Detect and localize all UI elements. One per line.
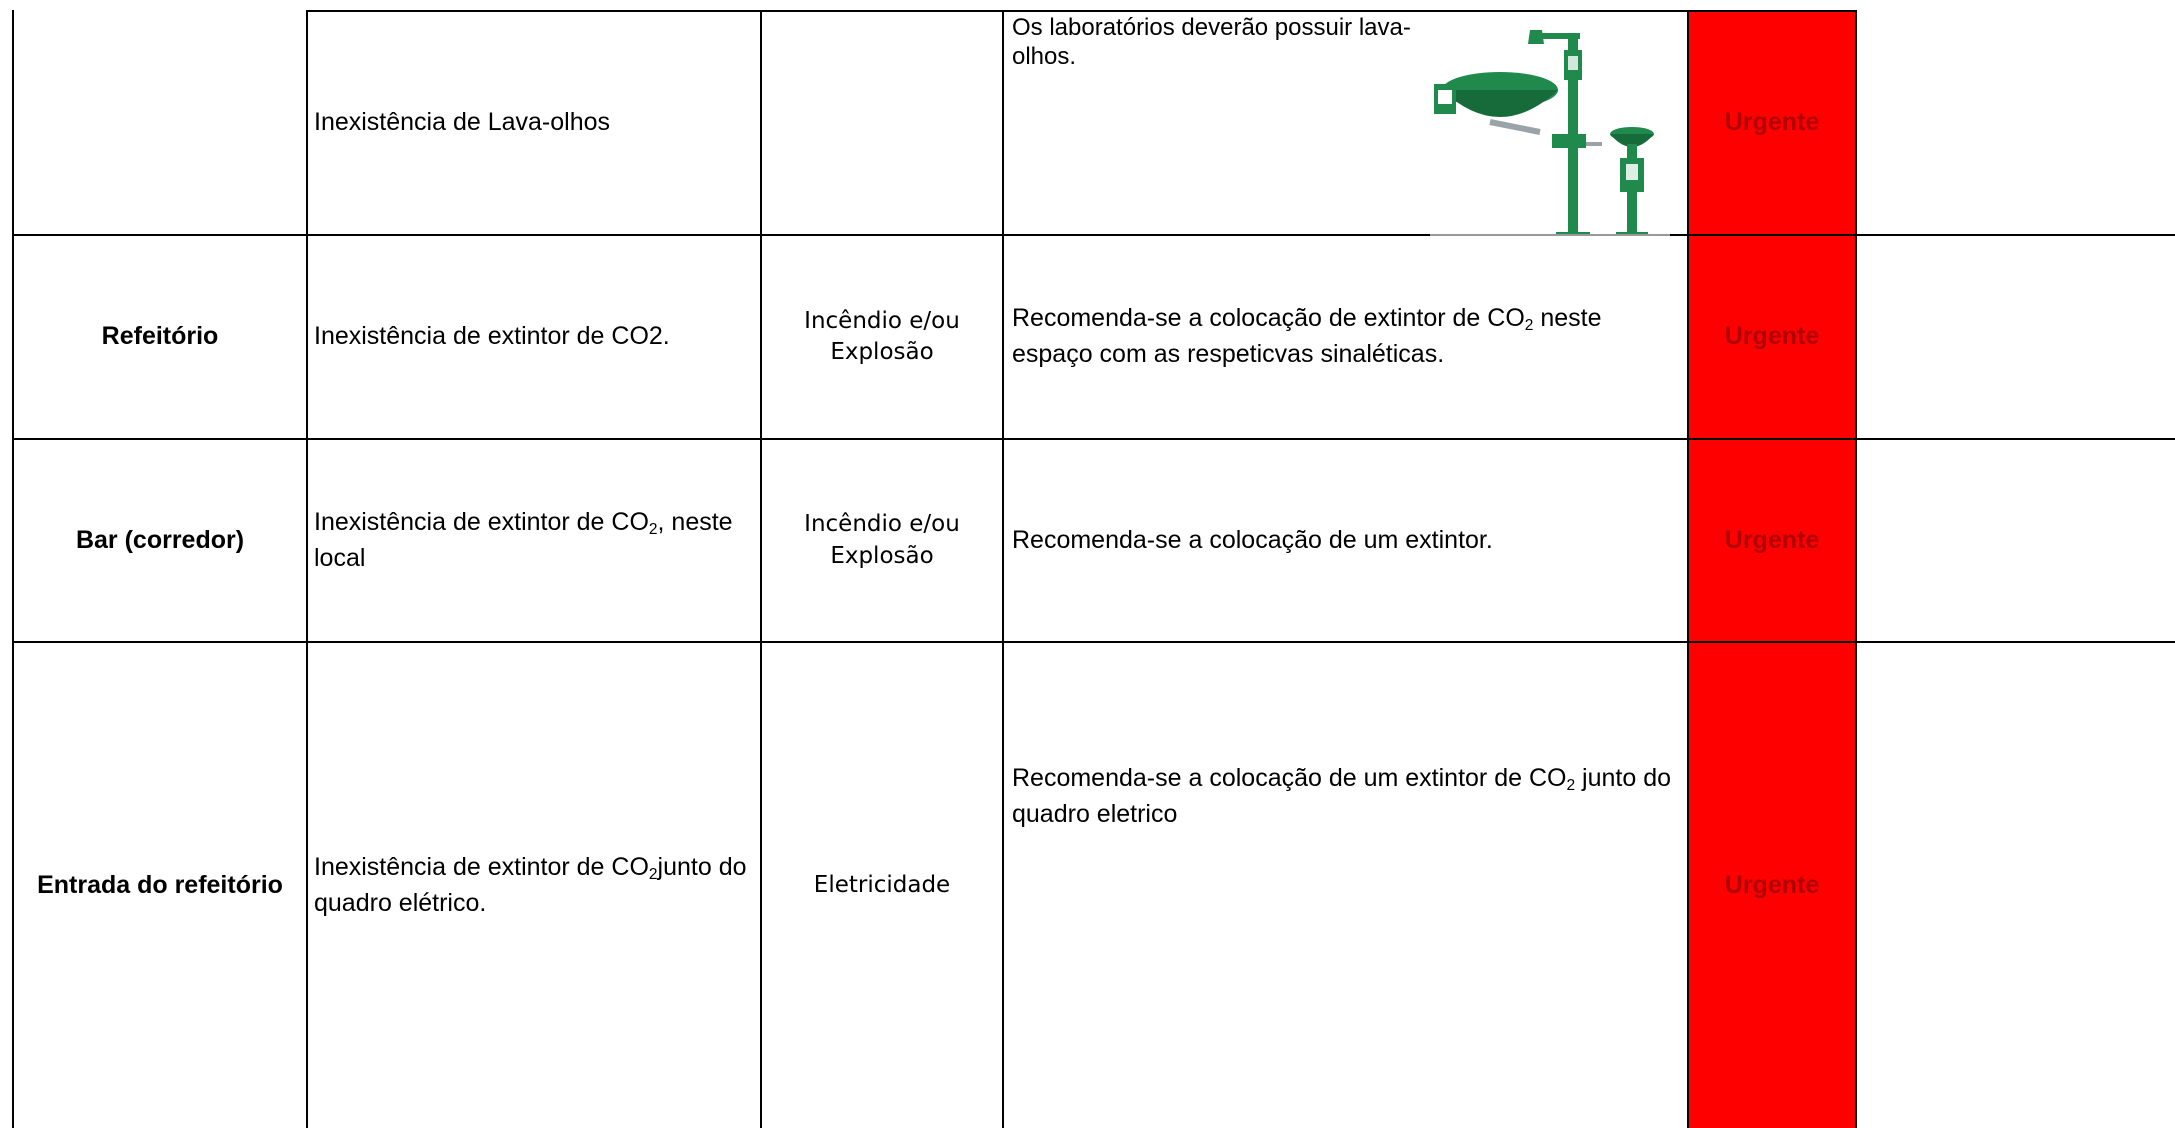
table-row: Inexistência de Lava-olhos xyxy=(306,12,760,234)
grid-vline xyxy=(760,10,762,1128)
grid-hline xyxy=(1660,234,2175,236)
recommendation-part: Recomenda-se a colocação de um extintor … xyxy=(1012,764,1567,792)
priority-column-fill xyxy=(1687,10,1856,1128)
priority-label: Urgente xyxy=(1724,870,1820,899)
grid-vline xyxy=(1002,10,1004,1128)
priority-cell: Urgente xyxy=(1689,440,1855,641)
recommendation-cell: Os laboratórios deverão possuir lava-olh… xyxy=(1012,14,1411,70)
issue-cell: Inexistência de Lava-olhos xyxy=(314,108,611,137)
recommendation-cell: Recomenda-se a colocação de um extintor … xyxy=(1004,643,1687,1128)
risk-text: Incêndio e/ou Explosão xyxy=(804,511,960,569)
issue-cell: Inexistência de extintor de CO2. xyxy=(306,236,760,438)
issue-part: , neste local xyxy=(314,507,733,572)
location-cell: Entrada do refeitório xyxy=(14,643,306,1128)
risk-cell: Eletricidade xyxy=(762,643,1002,1128)
location-label: Refeitório xyxy=(101,322,219,351)
risk-text: Incêndio e/ou Explosão xyxy=(804,307,960,365)
location-label: Entrada do refeitório xyxy=(37,870,283,899)
priority-label: Urgente xyxy=(1724,322,1820,351)
risk-cell: Incêndio e/ou Explosão xyxy=(762,236,1002,438)
issue-part: junto do quadro elétrico. xyxy=(314,852,747,917)
recommendation-cell: Recomenda-se a colocação de extintor de … xyxy=(1004,236,1687,438)
risk-cell: Incêndio e/ou Explosão xyxy=(762,440,1002,641)
issue-text: Inexistência de extintor de CO2junto do … xyxy=(314,850,754,921)
priority-cell: Urgente xyxy=(1689,643,1855,1128)
recommendation-text: Recomenda-se a colocação de um extintor … xyxy=(1012,761,1684,832)
recommendation-part: junto do quadro eletrico xyxy=(1012,764,1672,828)
grid-vline xyxy=(1687,10,1689,1128)
issue-cell: Inexistência de extintor de CO2junto do … xyxy=(306,643,760,1128)
eyewash-station-illustration xyxy=(1430,30,1670,236)
grid-vline xyxy=(12,10,14,1128)
recommendation-part: Recomenda-se a colocação de extintor de … xyxy=(1012,304,1525,333)
priority-label: Urgente xyxy=(1724,525,1820,554)
subscript: 2 xyxy=(1524,317,1534,335)
grid-hline xyxy=(306,10,1857,12)
grid-vline xyxy=(306,10,308,1128)
issue-cell: Inexistência de extintor de CO2, neste l… xyxy=(306,440,760,641)
recommendation-part: neste espaço com as respeticvas sinaléti… xyxy=(1012,304,1602,369)
risk-text: Eletricidade xyxy=(813,871,951,898)
issue-part: Inexistência de extintor de CO xyxy=(314,852,649,881)
location-label: Bar (corredor) xyxy=(75,525,245,554)
issue-text: Inexistência de extintor de CO2, neste l… xyxy=(314,505,734,576)
recommendation-text: Recomenda-se a colocação de extintor de … xyxy=(1012,301,1672,372)
priority-cell: Urgente xyxy=(1689,12,1855,234)
priority-cell: Urgente xyxy=(1689,236,1855,438)
issue-part: Inexistência de extintor de CO xyxy=(314,507,649,536)
location-cell: Refeitório xyxy=(14,236,306,438)
subscript: 2 xyxy=(648,520,658,538)
grid-hline xyxy=(12,641,2175,643)
recommendation-cell: Recomenda-se a colocação de um extintor. xyxy=(1004,440,1687,641)
grid-hline xyxy=(12,438,2175,440)
subscript: 2 xyxy=(648,865,658,883)
grid-hline xyxy=(12,234,1435,236)
subscript: 2 xyxy=(1566,776,1576,794)
grid-vline xyxy=(1855,10,1857,1128)
recommendation-text: Recomenda-se a colocação de um extintor. xyxy=(1012,525,1493,554)
location-cell: Bar (corredor) xyxy=(14,440,306,641)
priority-label: Urgente xyxy=(1724,108,1820,137)
issue-text: Inexistência de extintor de CO2. xyxy=(314,322,670,351)
